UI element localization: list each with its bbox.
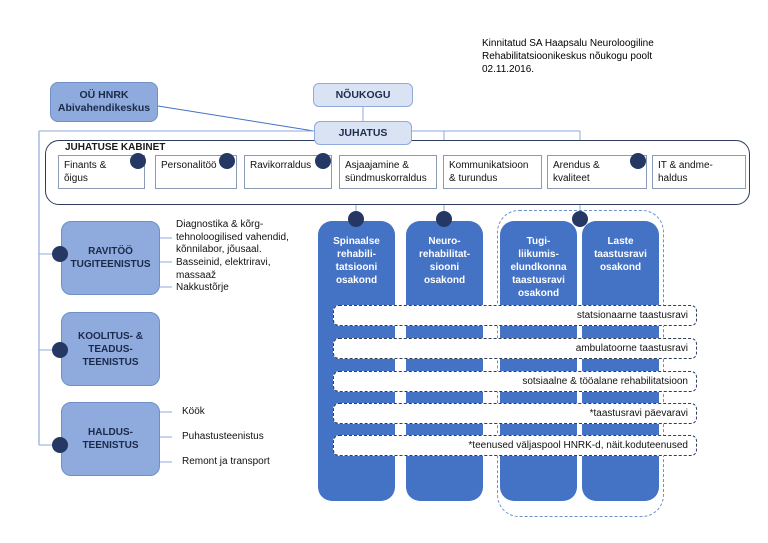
support-service-training[interactable]: KOOLITUS- & TEADUS- TEENISTUS: [61, 312, 160, 386]
department-group-outline: [497, 210, 664, 517]
support-item: Diagnostika & kõrg- tehnoloogilised vahe…: [176, 219, 289, 255]
support-item: Nakkustõrje: [176, 282, 229, 293]
department-neuro[interactable]: Neuro- rehabilitat- siooni osakond: [406, 221, 483, 501]
connector-dot: [348, 211, 364, 227]
department-musculoskeletal[interactable]: Tugi- liikumis- elundkonna taastusravi o…: [500, 221, 577, 501]
connector-dot: [52, 246, 68, 262]
connector-dot: [52, 437, 68, 453]
support-item: Puhastusteenistus: [182, 431, 264, 442]
board-node[interactable]: JUHATUS: [314, 121, 412, 145]
cabinet-title: JUHATUSE KABINET: [65, 142, 166, 153]
connector-dot: [436, 211, 452, 227]
subsidiary-node[interactable]: OÜ HNRK Abivahendikeskus: [50, 82, 158, 122]
approval-line: 02.11.2016.: [482, 64, 535, 75]
cabinet-unit-it[interactable]: IT & andme- haldus: [652, 155, 746, 189]
support-item: Remont ja transport: [182, 456, 270, 467]
connector-dot: [630, 153, 646, 169]
support-item: Basseinid, elektriravi, massaaž: [176, 257, 271, 281]
connector-dot: [219, 153, 235, 169]
approval-line: Rehabilitatsioonikeskus nõukogu poolt: [482, 51, 653, 62]
service-bar[interactable]: ambulatoorne taastusravi: [333, 338, 697, 359]
council-node[interactable]: NÕUKOGU: [313, 83, 413, 107]
department-spinal[interactable]: Spinaalse rehabili- tatsiooni osakond: [318, 221, 395, 501]
service-bar[interactable]: *teenused väljaspool HNRK-d, näit.kodute…: [333, 435, 697, 456]
connector-dot: [572, 211, 588, 227]
support-service-facilities[interactable]: HALDUS- TEENISTUS: [61, 402, 160, 476]
cabinet-unit-records[interactable]: Asjaajamine & sündmuskorraldus: [339, 155, 437, 189]
department-children[interactable]: Laste taastusravi osakond: [582, 221, 659, 501]
connector-dot: [130, 153, 146, 169]
connector-dot: [315, 153, 331, 169]
approval-line: Kinnitatud SA Haapsalu Neuroloogiline: [482, 38, 654, 49]
service-bar[interactable]: *taastusravi päevaravi: [333, 403, 697, 424]
support-service-care[interactable]: RAVITÖÖ TUGITEENISTUS: [61, 221, 160, 295]
connector-dot: [52, 342, 68, 358]
cabinet-unit-communications[interactable]: Kommunikatsioon & turundus: [443, 155, 542, 189]
approval-note: Kinnitatud SA Haapsalu Neuroloogiline Re…: [482, 37, 712, 76]
support-item: Köök: [182, 406, 205, 417]
service-bar[interactable]: sotsiaalne & tööalane rehabilitatsioon: [333, 371, 697, 392]
service-bar[interactable]: statsionaarne taastusravi: [333, 305, 697, 326]
